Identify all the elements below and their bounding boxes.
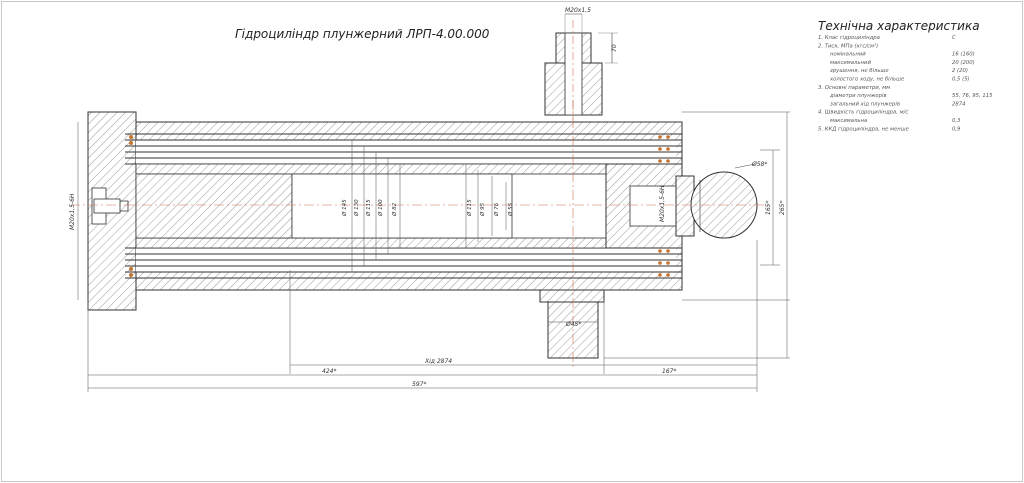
diam-right-3: Ø 76 — [493, 202, 500, 217]
spec-row-value: 0,3 — [952, 118, 961, 124]
spec-table: Технічна характеристика 1. Клас гідроцил… — [818, 19, 993, 132]
thread-top-label: М20х1,5 — [565, 7, 591, 14]
spec-row-label: максимальна — [830, 118, 867, 124]
spec-row-label: зрушення, не більше — [830, 68, 889, 74]
diam-right-4: Ø 55 — [507, 202, 514, 217]
len-total-label: 597* — [412, 381, 426, 388]
height-outer-label: 265* — [779, 201, 786, 215]
top-height-label: 70 — [611, 44, 618, 52]
len-a-label: 424* — [322, 368, 336, 375]
bottom-dim-lines — [87, 240, 758, 392]
spec-row-label: максимальний — [830, 60, 871, 66]
spec-rows: 1. Клас гідроциліндра С 2. Тиск, МПа (кгс/… — [818, 35, 993, 132]
spec-row-value: 0,9 — [952, 126, 961, 132]
diam-left-5: Ø 82 — [391, 202, 398, 217]
diam-left-1: Ø 145 — [341, 199, 348, 217]
spec-row-label: холостого ходу, не більше — [829, 77, 905, 83]
spec-row-label: номінальний — [830, 52, 866, 58]
pin-label: Ø45* — [565, 321, 581, 328]
spec-row-label: 2. Тиск, МПа (кгс/см²) — [818, 42, 878, 49]
diam-left-4: Ø 100 — [377, 199, 384, 217]
spec-title: Технічна характеристика — [818, 19, 980, 33]
diam-right-1: Ø 115 — [466, 199, 473, 217]
spec-row-label: 4. Швидкість гідроциліндра, м/с — [818, 110, 908, 116]
diameter-lines — [351, 140, 507, 272]
spec-row-label: 3. Основні параметри, мм — [818, 85, 890, 91]
diam-left-2: Ø 130 — [353, 199, 360, 217]
spec-row-value: 55, 76, 95, 115 — [952, 93, 993, 99]
stroke-label: Хід 2874 — [424, 358, 452, 365]
height-inner-label: 165* — [765, 201, 772, 215]
plunger-stages — [125, 133, 683, 279]
spec-row-value: 16 (160) — [952, 52, 975, 58]
right-dim-lines — [604, 111, 790, 359]
spec-row-value: 2 (20) — [952, 68, 968, 74]
diam-right-2: Ø 95 — [479, 202, 486, 217]
thread-left-label: М20х1,5-6Н — [69, 193, 76, 230]
top-fitting — [544, 13, 618, 120]
len-b-label: 167* — [662, 368, 676, 375]
drawing-title: Гідроциліндр плунжерний ЛРП-4.00.000 — [235, 27, 490, 41]
diam-left-3: Ø 115 — [365, 199, 372, 217]
spec-row-value: 2874 — [952, 101, 965, 107]
spec-row-value: 0,5 (5) — [952, 77, 970, 83]
spec-row-label: 1. Клас гідроциліндра — [818, 35, 880, 41]
thread-right-label: М20х1,5-6Н — [659, 185, 666, 222]
spec-row-label: 5. ККД гідроциліндра, не менше — [818, 126, 910, 132]
sphere-label: Ø58* — [751, 161, 767, 168]
spec-row-label: загальний хід плунжерів — [830, 101, 900, 107]
spec-row-label: діаметри плунжерів — [829, 93, 887, 99]
spec-row-value: 20 (200) — [952, 60, 975, 66]
spec-row-value: С — [952, 35, 956, 41]
sphere-leader — [734, 163, 756, 169]
